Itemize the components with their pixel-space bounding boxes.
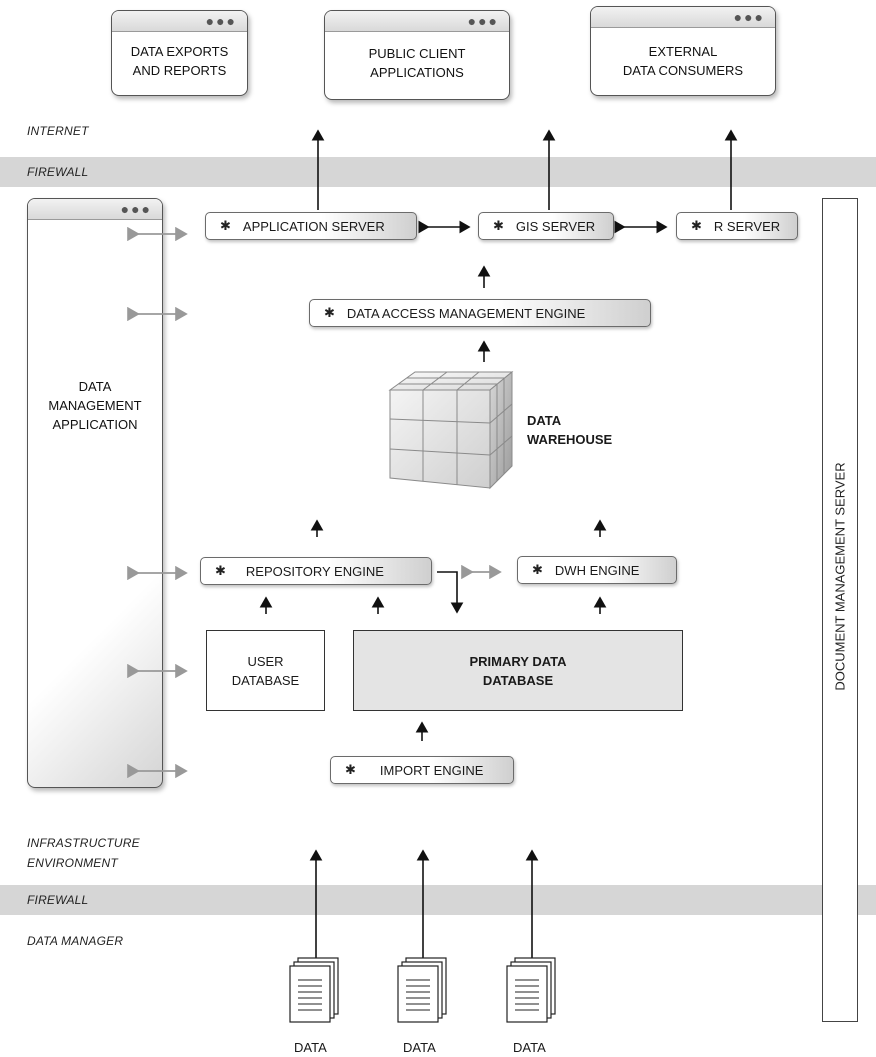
data-source-label-3: DATA	[513, 1040, 546, 1055]
window-titlebar: ●●●	[28, 199, 162, 220]
window-titlebar: ●●●	[591, 7, 775, 28]
dma-line2: MANAGEMENT	[48, 398, 142, 413]
data-warehouse-line1: DATA	[527, 413, 562, 428]
application-server-label: APPLICATION SERVER	[242, 218, 385, 234]
document-stack-icon-1	[289, 957, 339, 1023]
ellipsis-icon: ●●●	[733, 9, 765, 25]
gear-icon: ✱	[691, 218, 702, 233]
gear-icon: ✱	[493, 218, 504, 233]
gear-icon: ✱	[532, 562, 543, 577]
dma-line1: DATA	[78, 379, 112, 394]
user-database-box: USER DATABASE	[206, 630, 325, 711]
gear-icon: ✱	[324, 305, 335, 320]
zone-data-manager: DATA MANAGER	[27, 934, 124, 948]
zone-firewall-bottom: FIREWALL	[27, 893, 89, 907]
firewall-band-bottom	[0, 885, 876, 915]
gear-icon: ✱	[215, 563, 226, 578]
import-engine-box: ✱ IMPORT ENGINE	[330, 756, 514, 784]
data-warehouse-label: DATA WAREHOUSE	[527, 411, 612, 449]
primary-database-line1: PRIMARY DATA	[469, 653, 567, 669]
ellipsis-icon: ●●●	[120, 201, 152, 217]
external-consumers-window: ●●● EXTERNAL DATA CONSUMERS	[590, 6, 776, 96]
window-titlebar: ●●●	[325, 11, 509, 32]
external-consumers-line2: DATA CONSUMERS	[622, 63, 744, 78]
external-consumers-line1: EXTERNAL	[648, 44, 718, 59]
zone-infrastructure-line2: ENVIRONMENT	[27, 856, 118, 870]
firewall-band-top	[0, 157, 876, 187]
user-database-line2: DATABASE	[231, 672, 300, 688]
r-server-box: ✱ R SERVER	[676, 212, 798, 240]
data-access-engine-box: ✱ DATA ACCESS MANAGEMENT ENGINE	[309, 299, 651, 327]
data-warehouse-line2: WAREHOUSE	[527, 432, 613, 447]
gear-icon: ✱	[345, 762, 356, 777]
user-database-line1: USER	[247, 653, 284, 669]
data-exports-line1: DATA EXPORTS	[130, 44, 229, 59]
gis-server-label: GIS SERVER	[515, 218, 596, 234]
dma-line3: APPLICATION	[52, 417, 138, 432]
ellipsis-icon: ●●●	[205, 13, 237, 29]
data-source-label-2: DATA	[403, 1040, 436, 1055]
zone-internet: INTERNET	[27, 124, 89, 138]
application-server-box: ✱ APPLICATION SERVER	[205, 212, 417, 240]
arrow-repo-to-primary	[437, 571, 464, 614]
document-stack-icon-2	[397, 957, 447, 1023]
r-server-label: R SERVER	[713, 218, 781, 234]
primary-database-line2: DATABASE	[482, 672, 554, 688]
document-stack-icon-3	[506, 957, 556, 1023]
dwh-engine-label: DWH ENGINE	[554, 562, 640, 578]
zone-infrastructure-line1: INFRASTRUCTURE	[27, 836, 140, 850]
zone-infrastructure: INFRASTRUCTURE ENVIRONMENT	[27, 833, 140, 873]
public-client-window: ●●● PUBLIC CLIENT APPLICATIONS	[324, 10, 510, 100]
repository-engine-box: ✱ REPOSITORY ENGINE	[200, 557, 432, 585]
ellipsis-icon: ●●●	[467, 13, 499, 29]
data-source-label-1: DATA	[294, 1040, 327, 1055]
import-engine-label: IMPORT ENGINE	[379, 762, 484, 778]
document-management-server-panel: DOCUMENT MANAGEMENT SERVER	[822, 198, 858, 1022]
repository-engine-label: REPOSITORY ENGINE	[245, 563, 384, 579]
data-exports-window: ●●● DATA EXPORTS AND REPORTS	[111, 10, 248, 96]
primary-database-box: PRIMARY DATA DATABASE	[353, 630, 683, 711]
gis-server-box: ✱ GIS SERVER	[478, 212, 614, 240]
data-cube-icon	[388, 370, 514, 490]
data-management-application-window: ●●● DATA MANAGEMENT APPLICATION	[27, 198, 163, 788]
data-access-engine-label: DATA ACCESS MANAGEMENT ENGINE	[346, 305, 586, 321]
window-titlebar: ●●●	[112, 11, 247, 32]
data-exports-line2: AND REPORTS	[132, 63, 227, 78]
zone-firewall-top: FIREWALL	[27, 165, 89, 179]
dwh-engine-box: ✱ DWH ENGINE	[517, 556, 677, 584]
public-client-line2: APPLICATIONS	[370, 65, 464, 80]
public-client-line1: PUBLIC CLIENT	[368, 46, 466, 61]
gear-icon: ✱	[220, 218, 231, 233]
